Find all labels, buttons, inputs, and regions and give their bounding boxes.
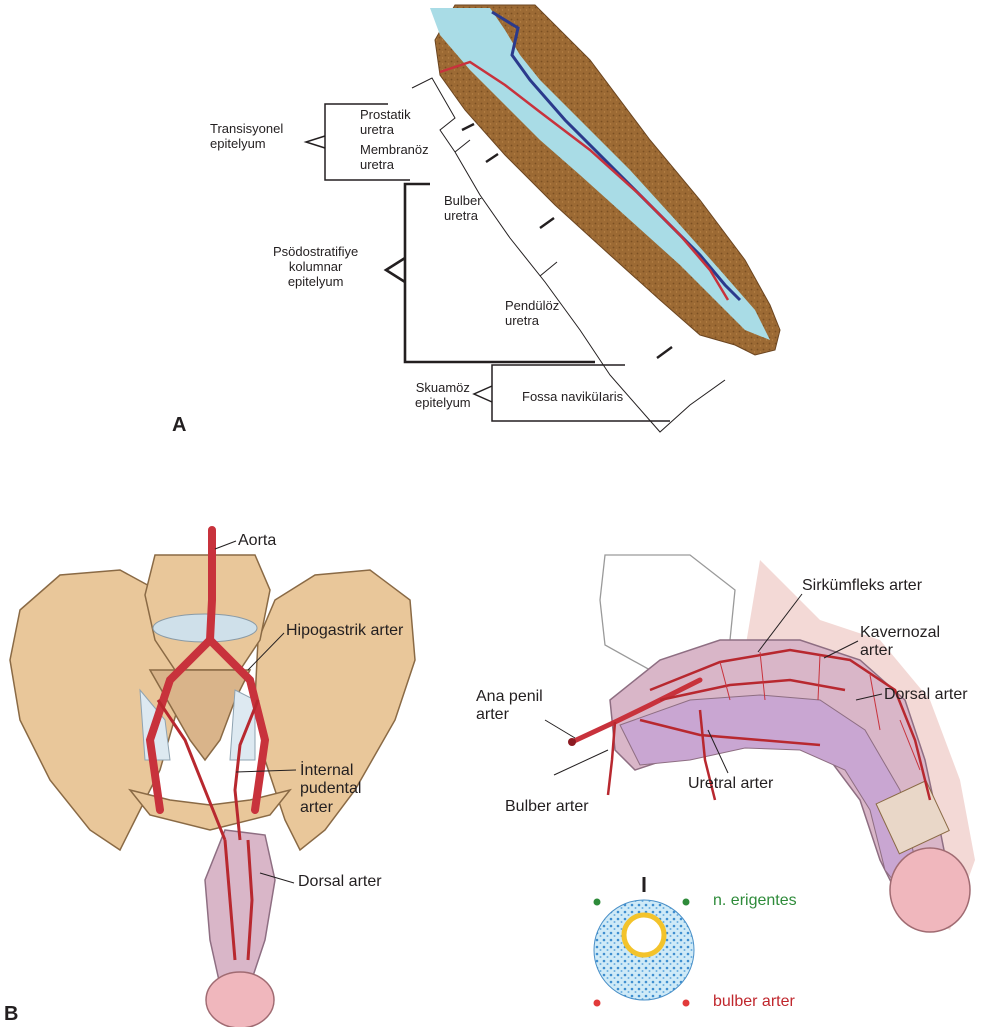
label-common-penile-artery: Ana penil arter <box>476 688 543 725</box>
label-hypogastric-artery: Hipogastrik arter <box>286 622 403 640</box>
panel-b-letter: B <box>4 1003 18 1026</box>
label-nervi-erigentes: n. erigentes <box>713 892 797 910</box>
penis-shaft-left <box>205 830 275 985</box>
label-bulbar-artery-cross-section: bulber arter <box>713 993 795 1011</box>
label-circumflex-artery: Sirkümfleks arter <box>802 577 922 595</box>
artery-dot-left <box>594 1000 601 1007</box>
glans-left <box>206 972 274 1027</box>
label-internal-pudendal-artery: İnternal pudental arter <box>300 762 361 817</box>
aorta <box>210 530 212 640</box>
cross-section-inset <box>594 877 695 1007</box>
label-transitional-epithelium: Transisyonel epitelyum <box>210 122 283 152</box>
urethra-diagram <box>306 5 780 432</box>
label-dorsal-artery-penis: Dorsal arter <box>884 686 968 704</box>
label-urethral-artery: Uretral arter <box>688 775 773 793</box>
panel-a-letter: A <box>172 414 186 437</box>
urethra-lumen <box>430 8 770 340</box>
label-cavernosal-artery: Kavernozal arter <box>860 624 940 661</box>
nerve-dot-right <box>683 899 690 906</box>
glans-right <box>890 848 970 932</box>
label-squamous-epithelium: Skuamöz epitelyum <box>415 381 471 411</box>
label-bulbar-artery: Bulber arter <box>505 798 589 816</box>
label-dorsal-artery-pelvis: Dorsal arter <box>298 873 382 891</box>
nerve-dot-left <box>594 899 601 906</box>
label-bulbar-urethra: Bulber uretra <box>444 194 482 224</box>
label-prostatic-urethra: Prostatik uretra <box>360 108 411 138</box>
label-fossa-navicularis: Fossa naviküIaris <box>522 390 623 405</box>
label-membranous-urethra: Membranöz uretra <box>360 143 429 173</box>
label-pseudostratified-epithelium: Psödostratifiye kolumnar epitelyum <box>273 245 358 290</box>
artery-dot-right <box>683 1000 690 1007</box>
disc <box>153 614 257 642</box>
label-pendulous-urethra: Pendülöz uretra <box>505 299 559 329</box>
label-aorta: Aorta <box>238 532 276 550</box>
